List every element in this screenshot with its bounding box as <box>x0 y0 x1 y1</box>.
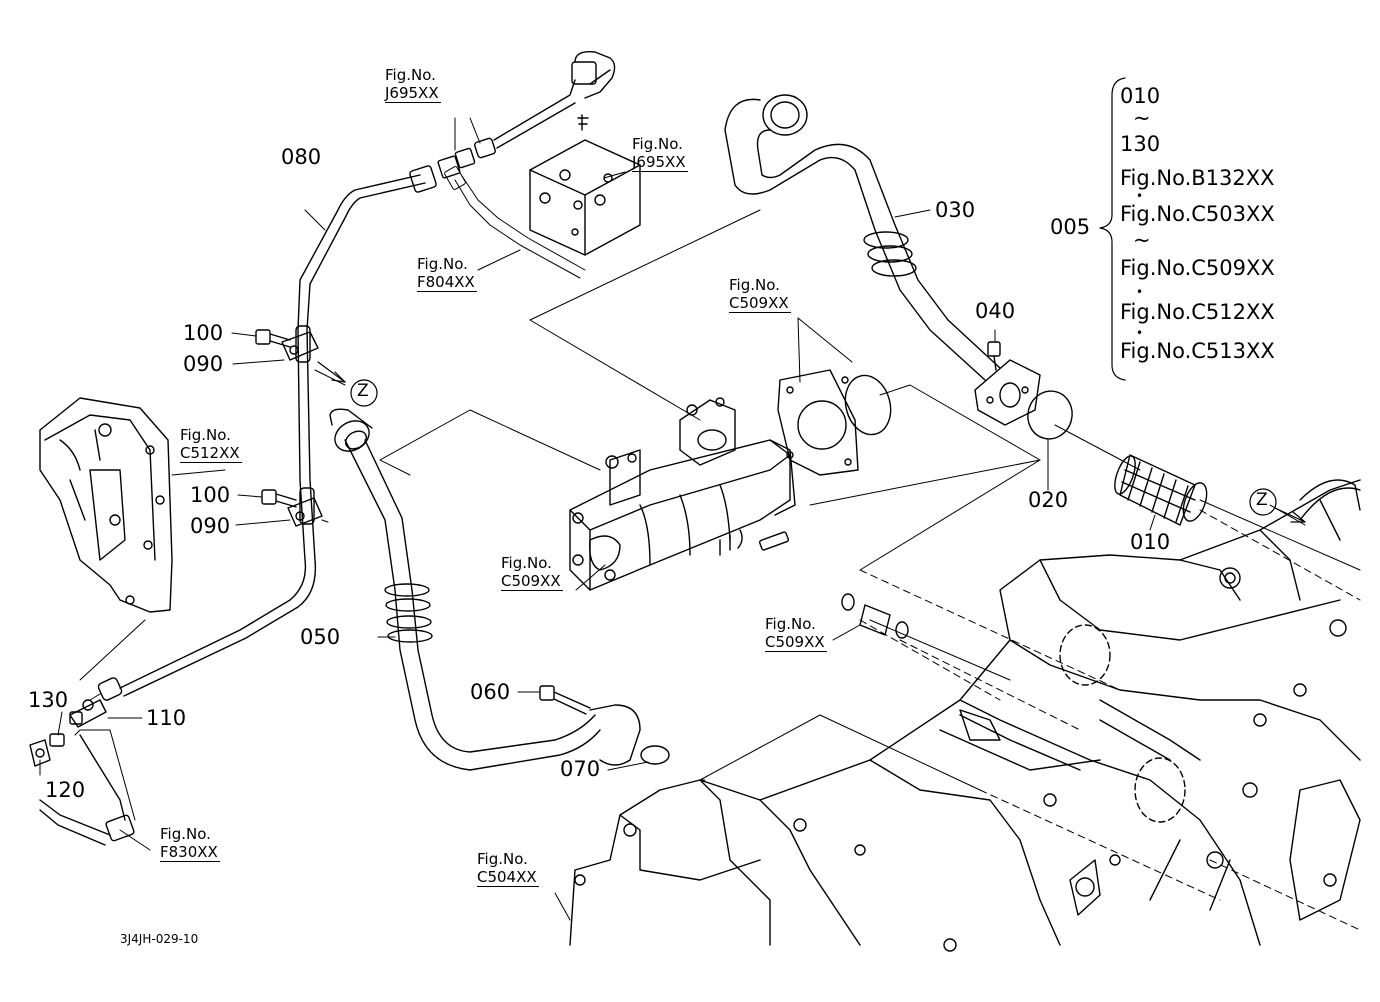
set-fig-b132: Fig.No.B132XX <box>1120 166 1275 190</box>
fig-ref-c509-pump: Fig.No. C509XX <box>501 554 563 591</box>
set-dot-2: • <box>1136 285 1144 299</box>
strainer-010 <box>1114 454 1208 526</box>
flange-040 <box>974 341 1041 426</box>
part-label-120: 120 <box>45 778 86 802</box>
set-fig-c512: Fig.No.C512XX <box>1120 300 1275 324</box>
part-label-100-upper: 100 <box>183 321 224 345</box>
set-fig-c513: Fig.No.C513XX <box>1120 339 1275 363</box>
arrow-to-z-right <box>1274 507 1306 523</box>
part-label-060: 060 <box>470 680 511 704</box>
fig-ref-f830: Fig.No. F830XX <box>160 825 220 862</box>
bolt-060 <box>539 685 591 715</box>
part-label-010: 010 <box>1130 530 1171 554</box>
set-dot-1: • <box>1136 189 1144 203</box>
set-range-to: 130 <box>1120 132 1161 156</box>
fig-ref-j695-right: Fig.No. J695XX <box>632 135 688 172</box>
part-label-030: 030 <box>935 198 976 222</box>
set-range-tilde: ~ <box>1133 106 1151 130</box>
valve-block <box>529 114 641 256</box>
set-fig-c503: Fig.No.C503XX <box>1120 202 1275 226</box>
tube-050 <box>329 408 670 771</box>
fig-ref-c504: Fig.No. C504XX <box>477 850 539 887</box>
z-marker-right: Z <box>1256 490 1268 510</box>
part-label-040: 040 <box>975 299 1016 323</box>
fig-ref-f804: Fig.No. F804XX <box>417 255 477 292</box>
fig-ref-c512: Fig.No. C512XX <box>180 426 242 463</box>
fig-ref-j695-left: Fig.No. J695XX <box>385 66 441 103</box>
set-fig-c509: Fig.No.C509XX <box>1120 256 1275 280</box>
coupling-c509 <box>841 593 909 639</box>
set-range-from: 010 <box>1120 84 1161 108</box>
dashed-reference-lines <box>859 509 1361 931</box>
tube-080-fitting <box>409 51 616 193</box>
tube-080 <box>119 174 426 697</box>
clamp-090-upper <box>281 325 319 363</box>
part-label-020: 020 <box>1028 488 1069 512</box>
tube-f804 <box>444 166 586 279</box>
tube-030 <box>724 94 1001 381</box>
part-label-070: 070 <box>560 757 601 781</box>
diagram-caption: 3J4JH-029-10 <box>120 932 199 946</box>
pump-c509 <box>569 397 796 591</box>
o-ring-020 <box>1027 390 1073 440</box>
z-marker-circle-right <box>1249 488 1277 516</box>
fitting-110-120-130 <box>29 677 135 846</box>
bolt-100-lower <box>261 489 297 508</box>
part-label-050: 050 <box>300 625 341 649</box>
part-label-130: 130 <box>28 688 69 712</box>
part-label-090-upper: 090 <box>183 352 224 376</box>
leader-lines <box>39 117 1361 921</box>
z-marker-left: Z <box>357 381 369 401</box>
set-fig-tilde: ~ <box>1133 228 1151 252</box>
bolt-100-upper <box>255 329 291 348</box>
z-marker-circle-left <box>350 379 378 407</box>
part-label-005: 005 <box>1050 215 1091 239</box>
set-dot-3: • <box>1136 326 1144 340</box>
arrow-to-z-left <box>317 361 346 383</box>
transmission-housing-c504 <box>569 479 1361 952</box>
part-label-080: 080 <box>281 145 322 169</box>
part-label-090-lower: 090 <box>190 514 231 538</box>
set-bracket <box>1099 77 1126 381</box>
part-label-100-lower: 100 <box>190 483 231 507</box>
housing-c512 <box>39 397 173 613</box>
clamp-090-lower <box>287 487 323 527</box>
part-label-110: 110 <box>146 706 187 730</box>
fig-ref-c509-mid: Fig.No. C509XX <box>765 615 827 652</box>
fig-ref-c509-top: Fig.No. C509XX <box>729 276 791 313</box>
gasket-c509 <box>777 369 892 476</box>
